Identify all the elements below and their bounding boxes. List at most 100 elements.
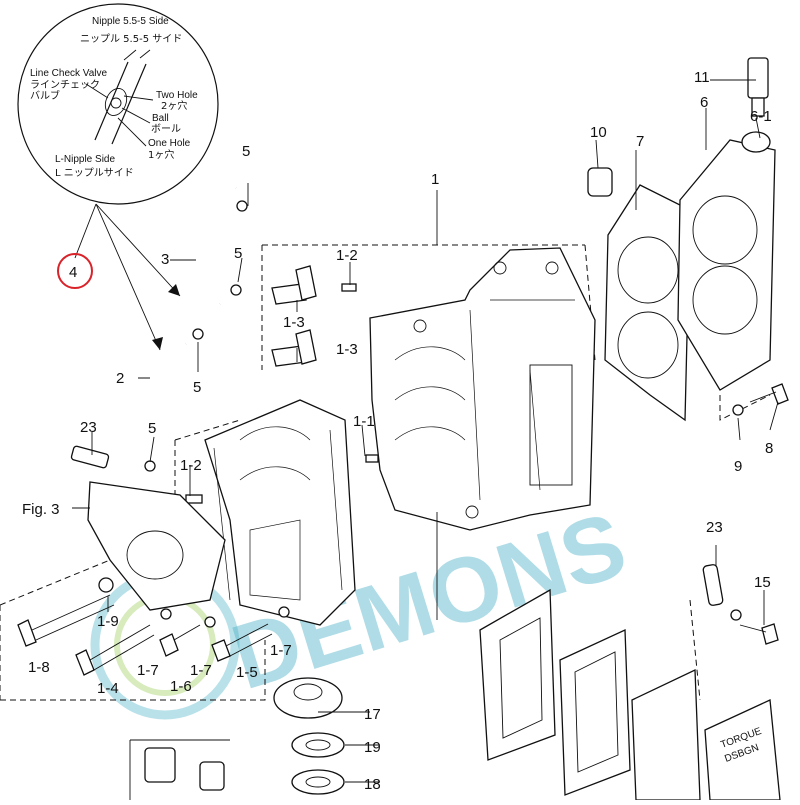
bolt-8-outline <box>719 394 771 421</box>
crankcase-group-outline <box>261 244 596 370</box>
gasket-7 <box>604 184 691 422</box>
bolt-1-6-shank <box>173 624 201 641</box>
callout-l-nipple-jp: L ニップルサイド <box>55 167 134 179</box>
bolt-1-8-shank <box>31 594 115 641</box>
part-5-c-label: 5 <box>193 379 201 396</box>
washer-1-7-c <box>278 606 290 618</box>
part-18-label: 18 <box>364 776 381 793</box>
part-4-label: 4 <box>69 264 77 281</box>
oil-seal-19-hole <box>305 739 331 751</box>
cylinder-block <box>204 399 356 626</box>
part-1-label: 1 <box>431 171 439 188</box>
washer-15 <box>730 609 742 621</box>
part-9-label: 9 <box>734 458 742 475</box>
bolt-8-shank <box>749 391 777 403</box>
part-1-7-a-label: 1-7 <box>137 662 159 679</box>
fig3-label: Fig. 3 <box>22 501 60 518</box>
block-body <box>204 399 356 626</box>
part-2-label: 2 <box>116 370 124 387</box>
thermostat-10 <box>587 167 613 197</box>
part-1-3-upper-label: 1-3 <box>283 314 305 331</box>
bolt-1-5-shank <box>225 623 273 657</box>
nipple-1-3-upper <box>271 283 307 305</box>
oil-seal-18-hole <box>305 776 331 788</box>
crankcase-body <box>369 247 596 531</box>
callout-valve-jp2: バルブ <box>30 89 60 102</box>
head-boss-6-1 <box>741 131 771 153</box>
callout-nipple-side-en: Nipple 5.5-5 Side <box>92 16 169 27</box>
clip-5-mid <box>230 284 242 296</box>
head-bore-lower <box>692 265 758 335</box>
pointer-arrow-2 <box>152 337 163 350</box>
part-5-d-label: 5 <box>148 420 156 437</box>
part-15-label: 15 <box>754 574 771 591</box>
check-valve-callout: Nipple 5.5-5 Side ニップル 5.5-5 サイド Line Ch… <box>17 3 219 351</box>
gasket-17-hole <box>293 683 323 701</box>
block-cylinders <box>239 426 311 601</box>
hose-2-inner <box>124 341 188 469</box>
fig3-cover-body <box>87 481 226 611</box>
fig3-cover <box>70 445 226 611</box>
crankcase-bolt-hole-1 <box>493 261 507 275</box>
bolt-15-shank <box>739 624 767 633</box>
exhaust-plate-2 <box>559 629 631 796</box>
bolt-group-outline <box>0 559 266 701</box>
callout-leader-lines <box>85 83 154 147</box>
washer-9 <box>732 404 744 416</box>
spark-plug-11 <box>747 57 769 99</box>
exhaust-gasket-1-opening <box>499 617 543 739</box>
anode-outline <box>689 599 701 701</box>
block-ribs <box>213 429 343 601</box>
part-numbers: 1 1-1 1-2 1-2 1-3 1-3 1-4 1-5 1-6 1-7 1-… <box>22 69 773 793</box>
callout-ball-jp: ボール <box>151 123 181 135</box>
crankcase-bolt-hole-2 <box>545 261 559 275</box>
part-23-b-label: 23 <box>706 519 723 536</box>
part-8-label: 8 <box>765 440 773 457</box>
pointer-arrow-3 <box>168 284 180 296</box>
part-4-highlight-circle <box>57 253 93 289</box>
crankcase-bolt-hole-4 <box>465 505 479 519</box>
exhaust-gasket-1 <box>479 588 556 761</box>
callout-two-hole-jp: 2ヶ穴 <box>161 99 187 112</box>
washer-1-7-b <box>204 616 216 628</box>
bolt-15-head <box>761 623 779 645</box>
part-23-plate <box>70 445 110 469</box>
gasket-17 <box>273 677 343 719</box>
lower-bushing <box>144 747 176 783</box>
part-5-b-label: 5 <box>234 245 242 262</box>
spark-plug-11-thread <box>751 97 765 117</box>
part-1-6-label: 1-6 <box>170 678 192 695</box>
gasket-7-bore-lower <box>617 311 679 379</box>
part-1-2-upper-label: 1-2 <box>336 247 358 264</box>
part-1-7-c-label: 1-7 <box>270 642 292 659</box>
part-17-label: 17 <box>364 706 381 723</box>
leader-lines <box>91 79 779 783</box>
part-1-5-label: 1-5 <box>236 664 258 681</box>
part-1-9-label: 1-9 <box>97 613 119 630</box>
hoses <box>124 181 248 472</box>
callout-two-hole-en: Two Hole <box>156 90 198 101</box>
part-1-2-lower-label: 1-2 <box>180 457 202 474</box>
oil-seal-19 <box>291 732 345 758</box>
part-11-label: 11 <box>694 69 710 86</box>
hose-3-inner <box>192 181 238 312</box>
callout-circle <box>17 3 219 205</box>
pin-1-2-upper <box>341 283 357 292</box>
callout-one-hole-en: One Hole <box>148 138 191 149</box>
callout-ball-en: Ball <box>152 113 169 124</box>
crankcase <box>369 247 596 531</box>
bolt-1-8-head <box>17 619 37 647</box>
pin-1-2-lower <box>185 494 203 504</box>
head-bore-upper <box>692 195 758 265</box>
callout-ball <box>110 97 122 109</box>
callout-pointer-lines <box>74 203 181 351</box>
crankcase-bolt-hole-3 <box>413 319 427 333</box>
part-23-a-label: 23 <box>80 419 97 436</box>
part-1-7-b-label: 1-7 <box>190 662 212 679</box>
lower-bracket-outline <box>129 739 230 800</box>
part-1-3-lower-label: 1-3 <box>336 341 358 358</box>
exhaust-plates: TORQUE DSBGN <box>479 588 781 801</box>
exhaust-plate-2-opening <box>574 651 619 773</box>
